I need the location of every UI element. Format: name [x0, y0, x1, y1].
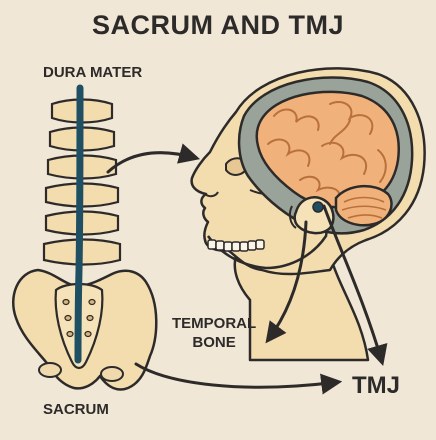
- arrows: [106, 143, 388, 395]
- spine: [11, 84, 158, 391]
- teeth: [207, 239, 265, 252]
- tmj-label: TMJ: [352, 372, 400, 399]
- dura-mater-label: DURA MATER: [43, 64, 143, 81]
- arrow-to-tmj: [322, 204, 388, 367]
- arrow-sacrum-to-tmj: [134, 362, 343, 395]
- temporal-bone-label-line2: BONE: [192, 334, 236, 351]
- sacrum-label: SACRUM: [43, 401, 109, 418]
- arrow-to-temporal-bone: [265, 220, 308, 344]
- temporal-bone-label-line1: TEMPORAL: [172, 315, 257, 332]
- dura-mater-line: [74, 84, 84, 364]
- diagram-title: SACRUM AND TMJ: [92, 10, 344, 40]
- temporal-bone-label: TEMPORAL BONE: [172, 314, 256, 352]
- arrow-spine-to-head: [106, 143, 201, 174]
- tmj-joint: [312, 201, 324, 213]
